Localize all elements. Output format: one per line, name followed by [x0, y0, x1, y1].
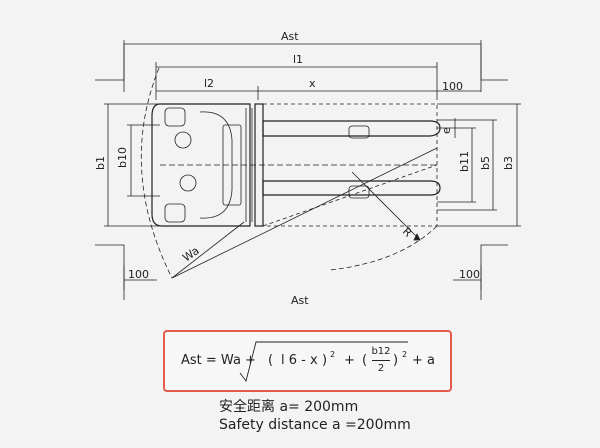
b10-label: b10: [116, 147, 129, 168]
e-label: e: [440, 127, 453, 134]
caption-english: Safety distance a =200mm: [219, 417, 411, 433]
formula-tail: + a: [412, 353, 435, 368]
dim-100-top-right-label: 100: [442, 80, 463, 93]
l1-label: l1: [293, 53, 303, 66]
x-label: x: [309, 77, 316, 90]
dim-100-bottom-right-label: 100: [459, 268, 480, 281]
dim-100-bottom-left-label: 100: [128, 268, 149, 281]
caption-chinese: 安全距离 a= 200mm: [219, 399, 359, 415]
l2-label: l2: [204, 77, 214, 90]
formula-paren-open: (: [268, 353, 274, 368]
b3-label: b3: [502, 156, 515, 170]
formula-square-2: 2: [402, 350, 408, 359]
formula-lhs: Ast = Wa +: [181, 353, 256, 368]
formula-paren2-close: ): [393, 353, 399, 368]
formula-paren-close: ): [322, 353, 328, 368]
formula-square-1: 2: [330, 350, 336, 359]
b1-label: b1: [94, 156, 107, 170]
formula-l6-minus-x: l 6 - x: [281, 353, 318, 368]
b5-label: b5: [479, 156, 492, 170]
ast-bottom-label: Ast: [291, 294, 309, 307]
formula-paren2-open: (: [362, 353, 368, 368]
formula-plus: +: [344, 353, 355, 368]
formula-frac-num: b12: [371, 346, 391, 357]
wa-label: Wa: [180, 244, 201, 264]
formula-frac-bar: [372, 360, 390, 361]
ast-top-label: Ast: [281, 30, 299, 43]
b11-label: b11: [458, 151, 471, 172]
formula-frac-den: 2: [377, 363, 385, 374]
